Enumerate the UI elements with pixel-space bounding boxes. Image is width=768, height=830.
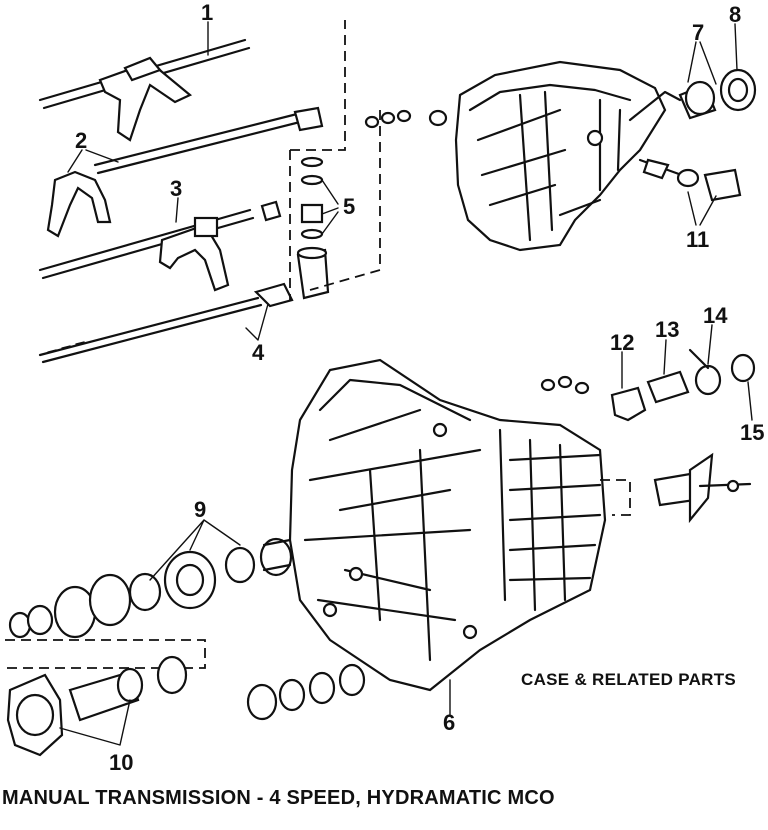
callout-10: 10 <box>109 750 133 775</box>
snap-rings <box>246 663 366 721</box>
bearing-retainer <box>6 655 188 757</box>
callout-5: 5 <box>343 194 355 219</box>
rail-group-box <box>290 20 346 151</box>
diagram-title: MANUAL TRANSMISSION - 4 SPEED, HYDRAMATI… <box>2 787 555 809</box>
callout-11: 11 <box>686 227 709 252</box>
callout-3: 3 <box>170 176 182 201</box>
callout-6: 6 <box>443 710 455 735</box>
transmission-case <box>288 358 607 692</box>
interlock-parts <box>296 156 330 300</box>
shift-rail-3 <box>38 200 282 292</box>
callout-7: 7 <box>692 20 704 45</box>
callout-13: 13 <box>655 317 679 342</box>
shift-rail-1 <box>38 38 251 142</box>
callout-4: 4 <box>252 340 265 365</box>
callout-1: 1 <box>201 0 213 25</box>
callout-15: 15 <box>740 420 764 445</box>
shifter-hardware <box>540 348 756 524</box>
extension-housing <box>454 60 682 252</box>
callout-9: 9 <box>194 497 206 522</box>
front-bearing-stack <box>8 537 293 639</box>
shift-rail-4 <box>38 282 294 364</box>
callout-14: 14 <box>703 303 728 328</box>
plug-set <box>364 109 448 129</box>
shift-rail-2 <box>46 106 324 238</box>
rear-bearing-parts <box>678 68 757 120</box>
section-caption: CASE & RELATED PARTS <box>521 670 737 689</box>
callout-8: 8 <box>729 2 741 27</box>
callout-12: 12 <box>610 330 634 355</box>
callout-2: 2 <box>75 128 87 153</box>
speedo-parts <box>638 158 742 202</box>
leader-lines <box>59 21 753 746</box>
